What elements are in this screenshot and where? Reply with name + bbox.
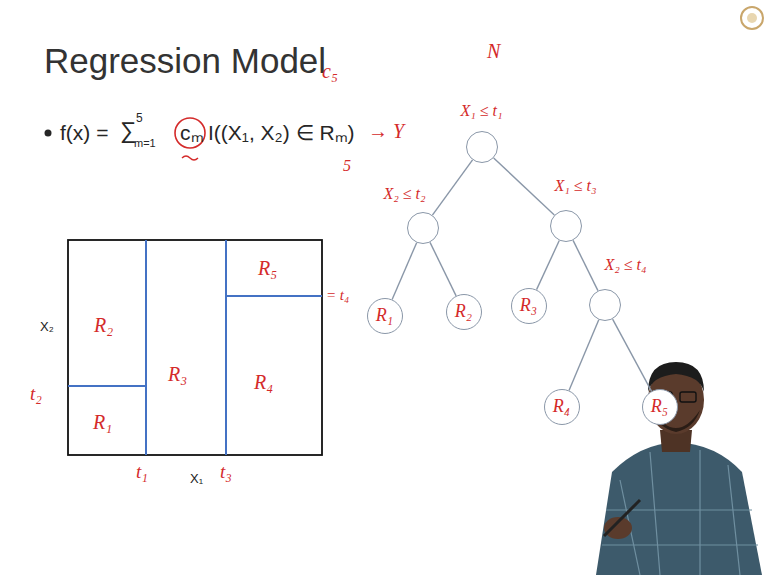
split-node: X₂ ≤ t₄ (589, 289, 621, 321)
logo-mark (747, 13, 757, 23)
shirt-check (602, 450, 758, 575)
tree-branch (392, 243, 417, 300)
split-node: X₂ ≤ t₂ (407, 212, 439, 244)
tree-branch (573, 240, 598, 290)
feature-space (68, 240, 322, 455)
region-label: R₄ (254, 371, 273, 393)
annotation: N (487, 40, 500, 62)
axis-label: X₂ (40, 320, 54, 334)
split-condition: X₂ ≤ t₄ (602, 256, 648, 274)
pen-mark (182, 156, 198, 160)
tree-branch (494, 158, 555, 215)
split-node: X₁ ≤ t₃ (550, 210, 582, 242)
annotation: c₅ (322, 60, 338, 82)
split-line (145, 240, 147, 455)
axis-label: X₁ (190, 472, 203, 486)
highlight-circle (175, 118, 205, 148)
formula-part: 5 (136, 112, 143, 125)
tree-branch (430, 242, 456, 295)
pen (604, 500, 640, 536)
leaf-node: R₄ (544, 389, 580, 425)
region-name: R₁ (376, 306, 393, 326)
annotation: 5 (343, 157, 351, 175)
split-line (226, 295, 322, 297)
tree-branch (537, 241, 560, 290)
tree-branch (613, 319, 652, 391)
logo-mark (741, 7, 763, 29)
threshold-label: t₁ (136, 462, 148, 483)
annotation: → Y (368, 120, 404, 142)
formula-part: m=1 (134, 137, 156, 149)
split-condition: X₁ ≤ t₁ (458, 102, 504, 120)
slide-title: Regression Model (44, 42, 326, 81)
region-label: R₃ (168, 363, 187, 385)
tree-branch (432, 160, 472, 215)
split-line (225, 240, 227, 455)
leaf-node: R₃ (511, 288, 547, 324)
split-line (68, 385, 146, 387)
presenter (596, 362, 762, 575)
shirt (596, 442, 762, 575)
formula-part: I((X₁, X₂) ∈ Rₘ) (208, 121, 355, 144)
region-label: R₂ (94, 314, 113, 336)
region-name: R₅ (651, 397, 668, 417)
glasses (680, 392, 696, 402)
leaf-node: R₁ (367, 298, 403, 334)
region-name: R₂ (455, 302, 472, 322)
region-label: R₅ (258, 257, 277, 279)
split-condition: X₁ ≤ t₃ (552, 177, 598, 195)
threshold-label: t₃ (220, 462, 232, 483)
region-name: R₄ (553, 397, 570, 417)
hair (648, 362, 704, 392)
split-node: X₁ ≤ t₁ (466, 131, 498, 163)
leaf-node: R₅ (642, 389, 678, 425)
formula-part: f(x) = (60, 121, 108, 144)
region-label: R₁ (93, 411, 112, 433)
formula-part: cₘ (180, 121, 204, 144)
threshold-label: = t₄ (326, 287, 349, 304)
bullet (45, 130, 52, 137)
leaf-node: R₂ (446, 294, 482, 330)
region-name: R₃ (520, 296, 537, 316)
threshold-label: t₂ (30, 384, 42, 405)
formula-part: ∑ (120, 118, 136, 143)
tree-branch (569, 320, 599, 391)
split-condition: X₂ ≤ t₂ (381, 185, 427, 203)
